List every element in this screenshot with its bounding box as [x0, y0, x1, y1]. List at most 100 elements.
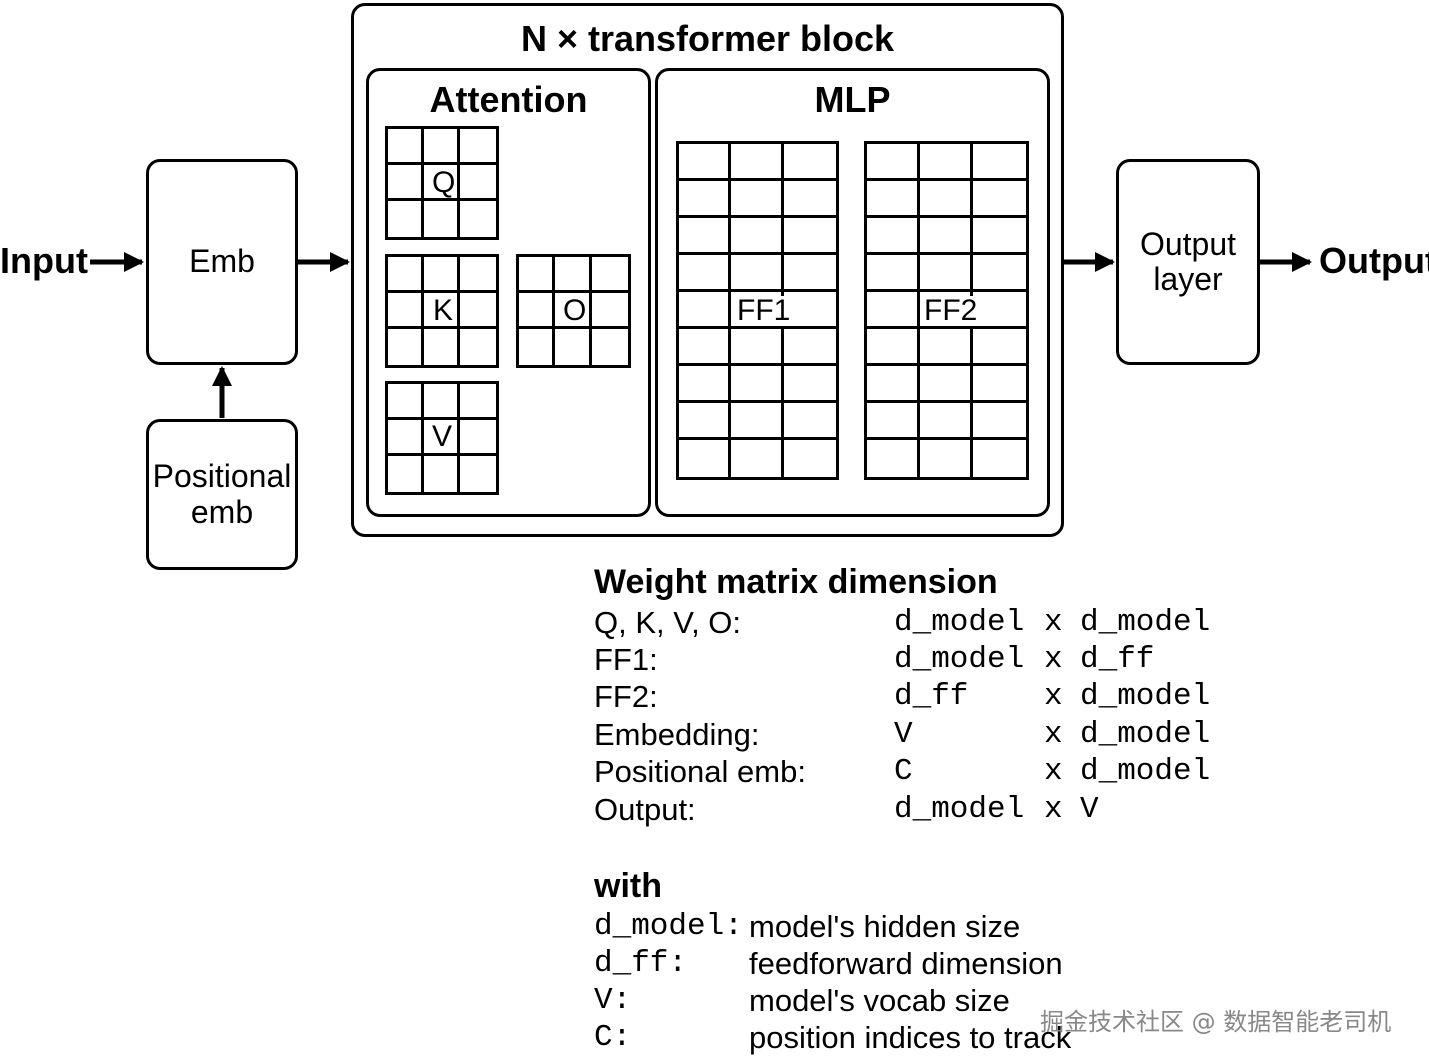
matrix-cell — [973, 144, 1026, 181]
mlp-title: MLP — [814, 79, 891, 120]
matrix-cell — [867, 218, 920, 255]
matrix-cell — [783, 181, 836, 218]
matrix-cell — [783, 218, 836, 255]
matrix-cell — [867, 329, 920, 366]
output-layer-box: Output layer — [1116, 159, 1260, 365]
k-label: K — [431, 294, 456, 327]
legend-title: with — [594, 867, 662, 905]
matrix-cell — [679, 255, 732, 292]
matrix-cell — [783, 292, 836, 329]
q-matrix — [385, 126, 499, 240]
matrix-cell — [783, 403, 836, 440]
o-label: O — [561, 294, 589, 327]
weight-row-right: d_ff — [1080, 642, 1155, 677]
matrix-cell — [973, 181, 1026, 218]
matrix-cell — [973, 366, 1026, 403]
weight-row-left: d_model — [894, 642, 1025, 677]
positional-emb-label: Positional emb — [152, 458, 292, 530]
legend-desc: model's vocab size — [749, 983, 1010, 1018]
attention-title: Attention — [429, 79, 588, 120]
v-label: V — [430, 420, 455, 453]
matrix-cell — [920, 403, 973, 440]
weight-row-right: d_model — [1080, 679, 1211, 714]
matrix-cell — [679, 329, 732, 366]
weight-row-times: x — [1044, 679, 1063, 714]
weight-row-right: d_model — [1080, 605, 1211, 640]
weight-row-left: d_model — [894, 792, 1025, 827]
weight-row-name: FF1: — [594, 642, 658, 677]
matrix-cell — [731, 218, 784, 255]
matrix-cell — [973, 440, 1026, 477]
weight-row-left: C — [894, 754, 913, 789]
matrix-cell — [973, 403, 1026, 440]
q-label: Q — [430, 166, 458, 199]
matrix-cell — [783, 329, 836, 366]
matrix-cell — [679, 292, 732, 329]
matrix-cell — [731, 366, 784, 403]
matrix-cell — [784, 440, 836, 477]
transformer-block-title: N × transformer block — [520, 18, 895, 59]
matrix-cell — [679, 440, 732, 477]
matrix-cell — [783, 144, 836, 181]
matrix-cell — [783, 366, 836, 403]
matrix-cell — [731, 403, 784, 440]
matrix-cell — [731, 255, 784, 292]
matrix-cell — [731, 440, 784, 477]
weight-row-times: x — [1044, 792, 1063, 827]
matrix-cell — [920, 218, 973, 255]
weights-title: Weight matrix dimension — [594, 563, 998, 601]
matrix-cell — [867, 292, 920, 329]
legend-desc: feedforward dimension — [749, 946, 1063, 981]
matrix-cell — [920, 440, 973, 477]
weight-row-name: Q, K, V, O: — [594, 605, 742, 640]
weight-row-left: d_ff — [894, 679, 969, 714]
weight-row-right: d_model — [1080, 754, 1211, 789]
matrix-cell — [679, 218, 732, 255]
matrix-cell — [731, 329, 784, 366]
matrix-cell — [731, 144, 784, 181]
weight-row-left: V — [894, 717, 913, 752]
matrix-cell — [920, 255, 973, 292]
legend-desc: position indices to track — [749, 1020, 1072, 1055]
weight-row-right: d_model — [1080, 717, 1211, 752]
matrix-cell — [973, 329, 1026, 366]
matrix-cell — [867, 144, 920, 181]
weight-row-name: Output: — [594, 792, 696, 827]
matrix-cell — [679, 144, 732, 181]
matrix-cell — [867, 403, 920, 440]
matrix-cell — [867, 366, 920, 403]
weight-row-times: x — [1044, 717, 1063, 752]
matrix-cell — [920, 181, 973, 218]
o-matrix — [516, 254, 631, 368]
positional-emb-box: Positional emb — [146, 419, 298, 570]
matrix-cell — [920, 329, 973, 366]
output-label: Output — [1319, 240, 1429, 281]
weight-row-times: x — [1044, 605, 1063, 640]
ff1-label: FF1 — [735, 294, 793, 327]
matrix-cell — [679, 181, 732, 218]
weight-row-name: FF2: — [594, 679, 658, 714]
matrix-cell — [920, 366, 973, 403]
legend-key: d_ff: — [594, 946, 688, 981]
matrix-cell — [783, 255, 836, 292]
matrix-cell — [867, 255, 920, 292]
watermark: 掘金技术社区 @ 数据智能老司机 — [1040, 1008, 1392, 1036]
ff1-matrix — [676, 141, 839, 480]
weight-row-left: d_model — [894, 605, 1025, 640]
matrix-cell — [920, 144, 973, 181]
matrix-cell — [973, 218, 1026, 255]
weight-row-right: V — [1080, 792, 1099, 827]
weight-row-name: Embedding: — [594, 717, 760, 752]
weight-row-times: x — [1044, 642, 1063, 677]
matrix-cell — [679, 366, 732, 403]
v-matrix — [385, 381, 499, 495]
legend-key: V: — [594, 983, 632, 1018]
output-layer-label: Output layer — [1139, 225, 1237, 297]
k-matrix — [385, 254, 499, 368]
legend-key: C: — [594, 1020, 632, 1055]
matrix-cell — [867, 440, 920, 477]
matrix-cell — [679, 403, 732, 440]
weight-row-name: Positional emb: — [594, 754, 806, 789]
weight-row-times: x — [1044, 754, 1063, 789]
